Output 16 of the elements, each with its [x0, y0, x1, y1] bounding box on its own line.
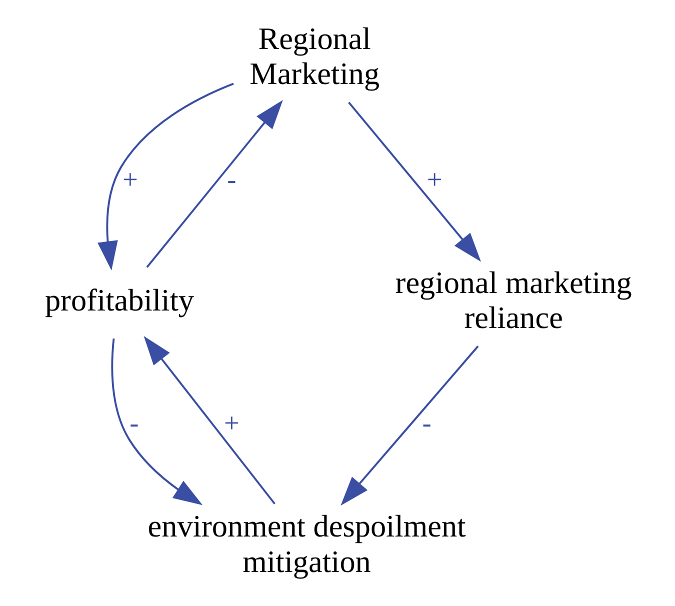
edge-label: -	[129, 408, 138, 438]
arrow	[97, 82, 234, 270]
node-text: regional marketing reliance	[394, 264, 632, 335]
arrow	[348, 102, 481, 262]
edge-label: +	[223, 408, 239, 438]
arrow	[340, 346, 478, 506]
edge-label: +	[426, 164, 442, 194]
node-text: Regional Marketing	[249, 20, 380, 92]
edge-label: +	[122, 164, 138, 194]
arrow	[146, 100, 282, 268]
node-text: environment despoilment mitigation	[147, 508, 466, 579]
edge-label: -	[226, 164, 236, 194]
arrow	[110, 338, 202, 506]
edge-label: -	[422, 408, 431, 438]
arrow	[143, 336, 275, 504]
node-text: profitability	[44, 282, 194, 318]
